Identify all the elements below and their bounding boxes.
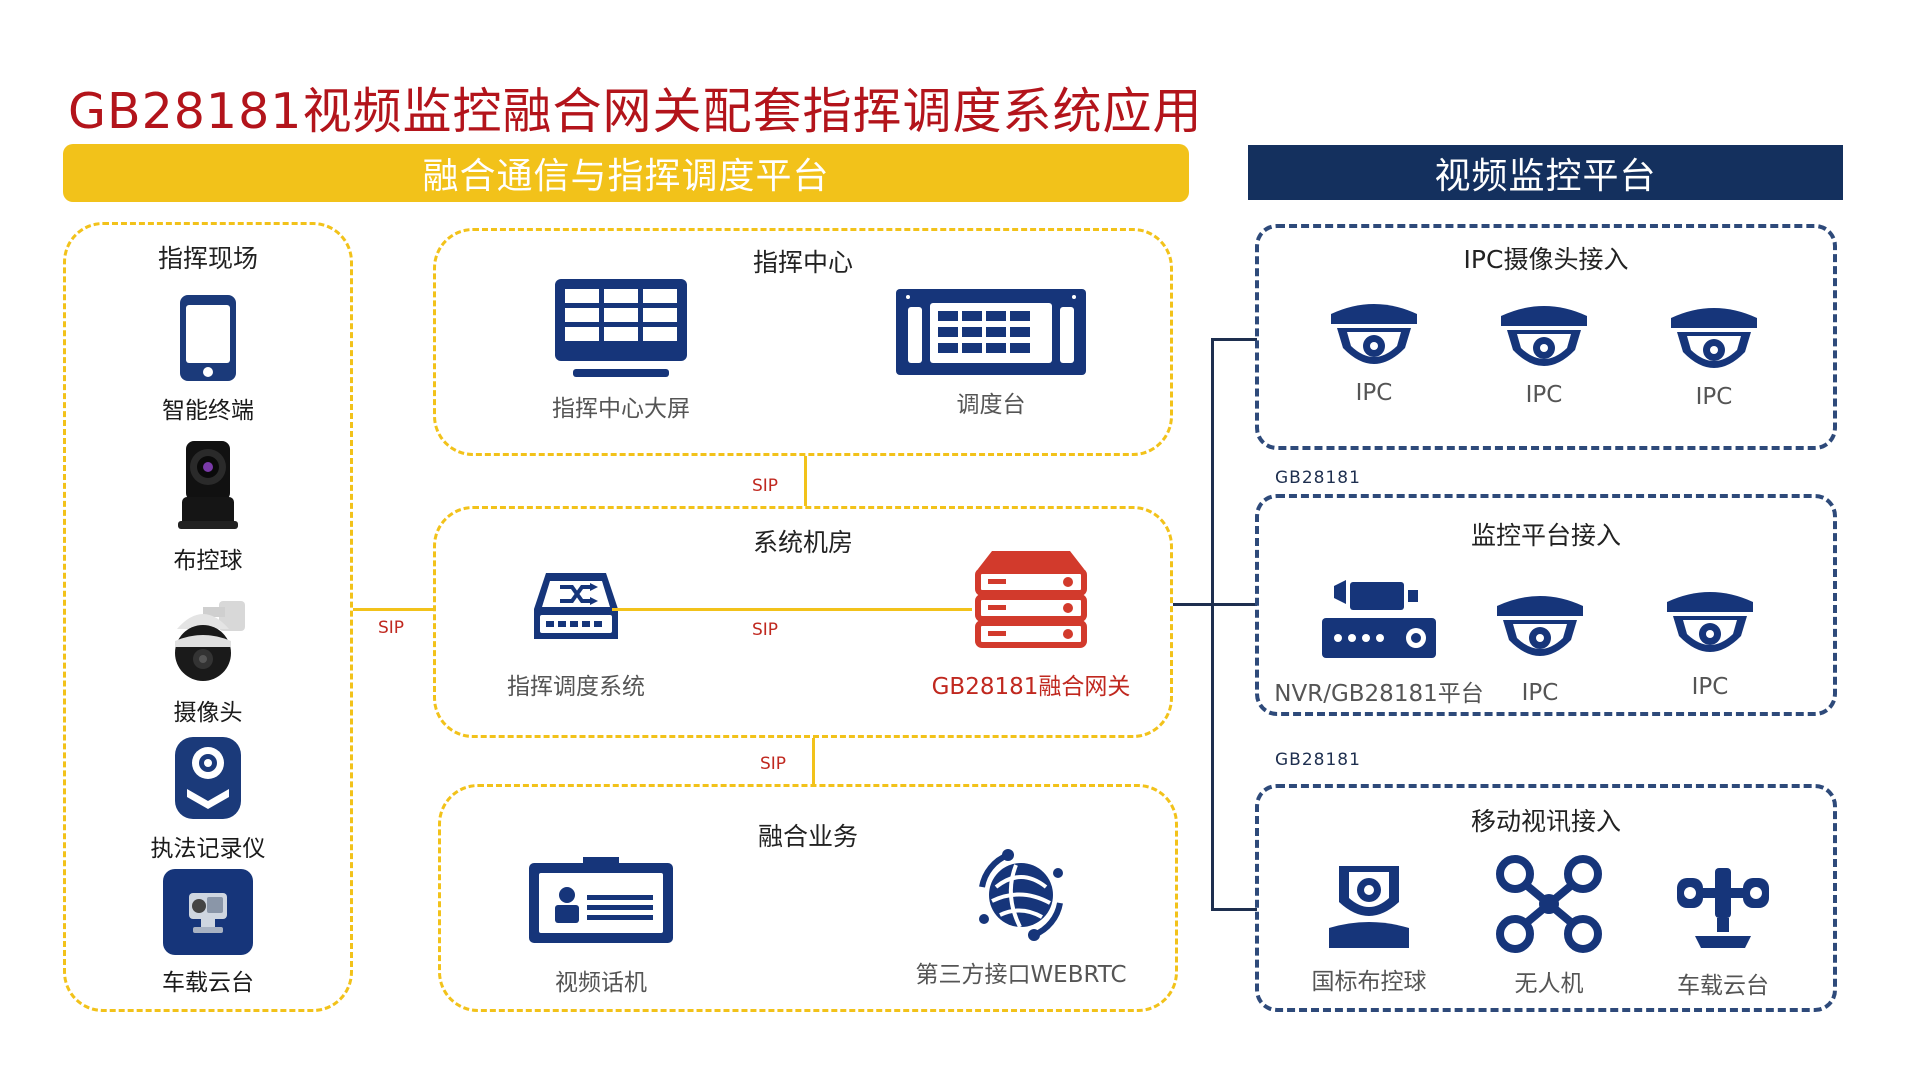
services-title: 融合业务 [757, 822, 858, 851]
server-icon [975, 551, 1087, 648]
platform-item-ipc: IPC [1485, 590, 1595, 706]
platform-label: IPC [1521, 680, 1559, 706]
field-item-body-camera: 执法记录仪 [66, 735, 350, 863]
ipc-dome-icon [1331, 304, 1417, 364]
center-item-dispatch-console: 调度台 [876, 287, 1106, 419]
services-item-webrtc: 第三方接口WEBRTC [881, 847, 1161, 989]
video-phone-icon [529, 857, 673, 943]
room-sip-label: SIP [752, 620, 779, 640]
field-title: 指挥现场 [157, 244, 258, 273]
mobile-access-box: 移动视讯接入 国标布控球 无人机 [1255, 784, 1837, 1012]
drone-icon [1496, 855, 1602, 953]
room-item-gateway: GB28181融合网关 [906, 547, 1156, 701]
gb28181-label-1: GB28181 [1275, 468, 1361, 488]
main-link-horizontal [1173, 603, 1213, 606]
field-item-smartphone: 智能终端 [66, 293, 350, 425]
switch-icon [534, 573, 618, 639]
field-room-connector [353, 608, 435, 611]
services-label: 视频话机 [555, 970, 647, 996]
ptz-camera-icon [175, 601, 245, 681]
services-item-video-phone: 视频话机 [501, 855, 701, 997]
platform-item-ipc: IPC [1655, 586, 1765, 700]
room-item-dispatch-system: 指挥调度系统 [476, 569, 676, 701]
ipc-item: IPC [1319, 298, 1429, 406]
mobile-label: 国标布控球 [1311, 969, 1427, 995]
mobile-label: 车载云台 [1677, 973, 1769, 999]
room-internal-connector [612, 608, 972, 611]
ipc-label: IPC [1525, 382, 1563, 408]
globe-network-icon [979, 849, 1063, 941]
ipc-dome-icon [1501, 306, 1587, 366]
services-box: 融合业务 视频话机 第三方接口WEBRTC [438, 784, 1178, 1012]
dome-camera-icon [178, 441, 238, 529]
ipc-item: IPC [1659, 302, 1769, 410]
field-label: 摄像头 [173, 700, 243, 726]
mobile-label: 无人机 [1514, 971, 1584, 997]
center-sip-label: SIP [752, 476, 779, 496]
center-label: 调度台 [956, 392, 1026, 418]
platform-header-right: 视频监控平台 [1248, 145, 1843, 200]
mobile-item-drone: 无人机 [1459, 854, 1639, 998]
command-center-title: 指挥中心 [752, 248, 853, 277]
room-label: GB28181融合网关 [931, 674, 1131, 700]
ipc-access-box: IPC摄像头接入 IPC IPC IPC [1255, 224, 1837, 450]
link-platform-access [1211, 603, 1257, 606]
platform-item-nvr: NVR/GB28181平台 [1263, 580, 1495, 708]
mobile-access-title: 移动视讯接入 [1470, 807, 1621, 836]
link-ipc-access [1211, 338, 1257, 341]
field-sip-label: SIP [378, 618, 405, 638]
ipc-label: IPC [1695, 384, 1733, 410]
services-label: 第三方接口WEBRTC [915, 962, 1127, 988]
ipc-dome-icon [1497, 596, 1583, 656]
field-label: 智能终端 [162, 398, 254, 424]
dispatch-console-icon [896, 289, 1086, 375]
link-mobile-access [1211, 908, 1257, 911]
video-wall-icon [555, 279, 687, 377]
page-title: GB28181视频监控融合网关配套指挥调度系统应用 [68, 83, 1203, 140]
machine-room-box: 系统机房 指挥调度系统 GB28 [433, 506, 1173, 738]
field-item-ptz-camera: 摄像头 [66, 595, 350, 727]
body-camera-icon [175, 737, 241, 819]
center-room-connector [804, 456, 807, 506]
room-services-connector [812, 738, 815, 784]
center-item-video-wall: 指挥中心大屏 [516, 277, 726, 423]
ipc-dome-icon [1671, 308, 1757, 368]
platform-header-left: 融合通信与指挥调度平台 [63, 144, 1189, 202]
dome-ball-icon [1329, 866, 1409, 948]
nvr-icon [1322, 580, 1436, 658]
field-label: 车载云台 [162, 970, 254, 996]
field-item-dome-camera: 布控球 [66, 437, 350, 575]
field-box: 指挥现场 智能终端 布控球 摄像头 [63, 222, 353, 1012]
platform-access-box: 监控平台接入 NVR/GB28181平台 IPC [1255, 494, 1837, 716]
main-link-vertical [1211, 338, 1214, 910]
center-label: 指挥中心大屏 [552, 396, 690, 422]
ipc-access-title: IPC摄像头接入 [1463, 245, 1629, 274]
ipc-item: IPC [1489, 300, 1599, 408]
services-sip-label: SIP [760, 754, 787, 774]
vehicle-gimbal-icon [1677, 868, 1769, 948]
platform-access-title: 监控平台接入 [1470, 521, 1621, 550]
field-label: 布控球 [173, 548, 243, 574]
gb28181-label-2: GB28181 [1275, 750, 1361, 770]
mobile-item-dome-ball: 国标布控球 [1279, 858, 1459, 996]
ipc-label: IPC [1355, 380, 1393, 406]
command-center-box: 指挥中心 指挥中心大屏 调度台 [433, 228, 1173, 456]
field-label: 执法记录仪 [150, 836, 266, 862]
platform-label: IPC [1691, 674, 1729, 700]
room-label: 指挥调度系统 [507, 674, 645, 700]
vehicle-camera-icon [163, 869, 253, 955]
field-item-vehicle-camera: 车载云台 [66, 869, 350, 997]
ipc-dome-icon [1667, 592, 1753, 652]
mobile-item-vehicle-gimbal: 车载云台 [1633, 864, 1813, 1000]
machine-room-title: 系统机房 [752, 528, 853, 557]
smartphone-icon [180, 295, 236, 381]
platform-label: NVR/GB28181平台 [1274, 681, 1484, 707]
